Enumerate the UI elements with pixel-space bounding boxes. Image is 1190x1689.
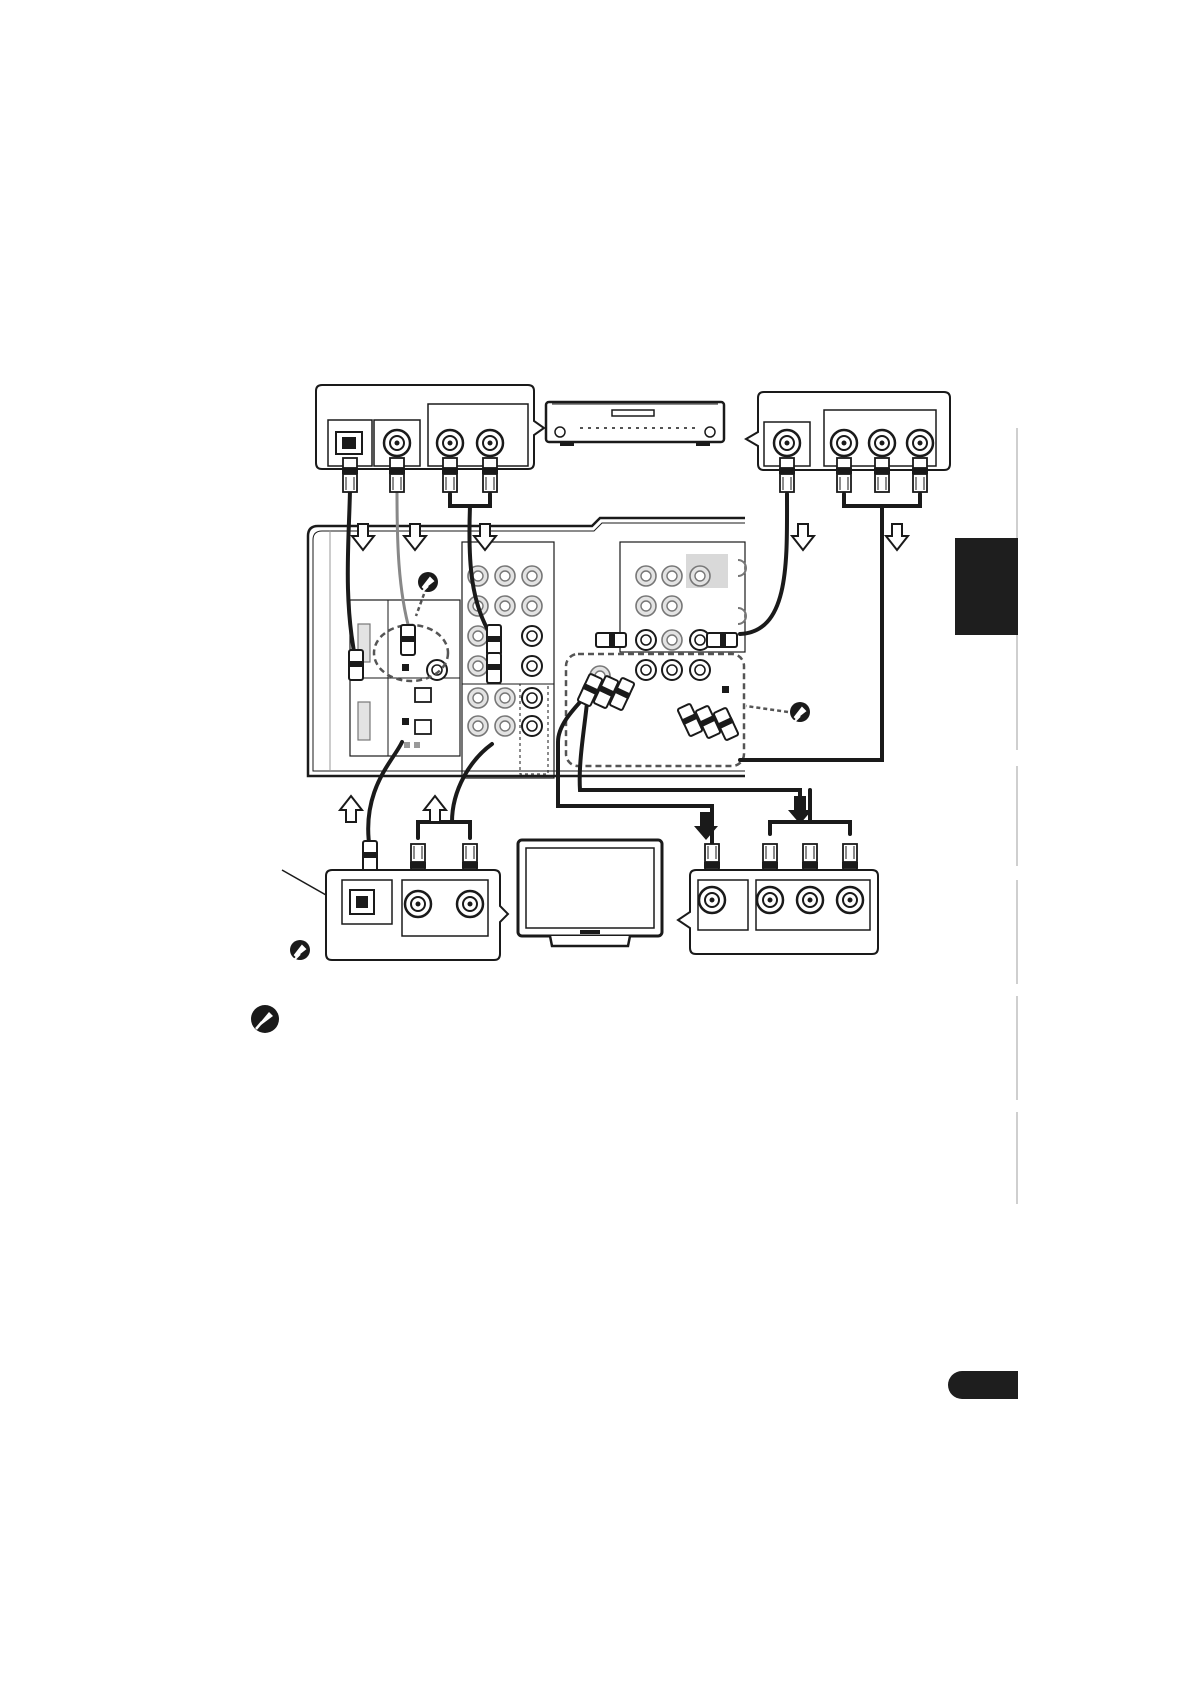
chapter-rule-2 [1016,766,1018,866]
av-receiver-rear-panel [308,518,746,778]
chapter-rule-5 [1016,1112,1018,1204]
arrow-down-outline [352,524,374,550]
arrow-down-solid [694,812,718,840]
dvd-player-jacks-callout [316,385,544,469]
flat-panel-tv-illustration [518,840,662,946]
arrow-down-outline [474,524,496,550]
dvd-player-illustration [546,402,724,446]
arrow-up-outline [340,796,362,822]
pushpin-note-icon [290,940,310,960]
arrow-down-outline [792,524,814,550]
satellite-receiver-jacks-callout [282,870,508,960]
pushpin-note-icon [250,1004,280,1034]
arrow-down-outline [886,524,908,550]
tv-jacks-callout [678,870,878,954]
page-number-pill [948,1371,1018,1399]
arrow-down-outline [404,524,426,550]
chapter-rule-4 [1016,996,1018,1100]
chapter-rule-3 [1016,880,1018,984]
pushpin-note-icon [416,572,438,616]
chapter-tab [955,538,1018,635]
pushpin-note-icon [746,702,810,722]
arrow-up-outline [424,796,446,822]
